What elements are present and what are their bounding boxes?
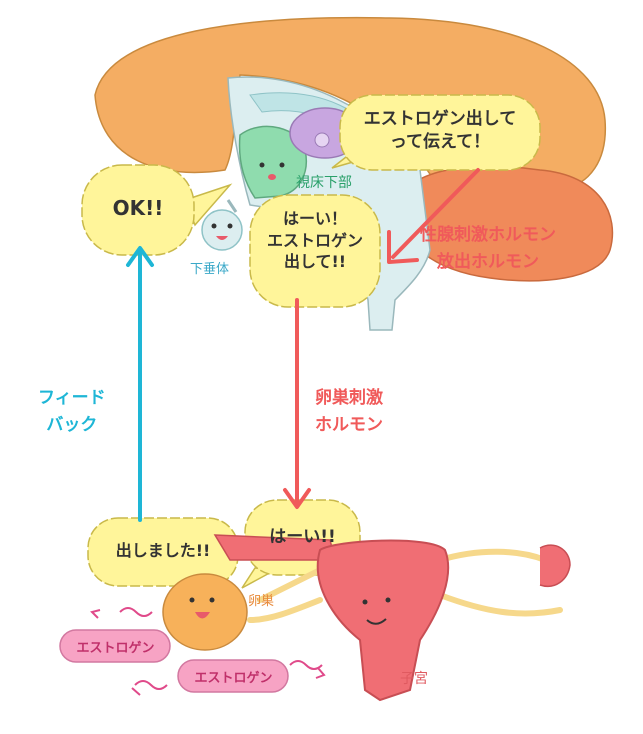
hypothalamus-label: 視床下部 [296,175,352,191]
squiggle-arrow [289,660,323,670]
ovary-eye [189,597,195,603]
hypothalamus [238,125,307,199]
uterus-group [213,534,571,702]
fallopian-tube-right [437,548,563,617]
ovary [162,573,248,651]
fsh-label: 卵巣刺激 ホルモン [315,388,383,436]
uterus-mouth [366,618,387,625]
arrow-gnrh [387,168,480,264]
estrogen-tag-2 [177,659,289,693]
pituitary-reply-text: はーい！ エストロゲン 出して!! [266,209,363,272]
gnrh-label: 性腺刺激ホルモン 放出ホルモン [420,225,556,273]
arrow-feedback [126,246,154,522]
ovary-label: 卵巣 [248,594,275,609]
pituitary-ok-text: OK!! [112,196,164,220]
fimbria [539,544,571,587]
hypothalamus-eye [259,162,265,168]
pineal [314,132,330,148]
uterus-eye [362,599,368,605]
estrogen-tag-1 [59,629,171,663]
bubble-pituitary-ok [81,164,233,256]
estrogen-label-1: エストロゲン [76,641,155,656]
bubble-hypothalamus [331,94,541,171]
pituitary-label: 下垂体 [190,262,230,277]
estrogen-label-2: エストロゲン [194,671,273,686]
arrow-fsh [283,298,311,509]
ovary-eye [209,597,215,603]
hypothalamus-eye [279,162,285,168]
ovary-reply-text: はーい!! [269,527,336,547]
hypothalamus-speech: エストロゲン出して って伝えて！ [363,109,517,152]
pituitary-mouth [216,236,228,240]
ovary-mouth [195,612,210,619]
uterus-eye [385,597,391,603]
squiggle-arrow [315,667,326,679]
squiggle-arrow [134,680,168,690]
pituitary-eye [227,223,233,229]
squiggle-arrow [119,607,153,617]
pituitary-eye [211,223,217,229]
feedback-label: フィード バック [38,388,106,436]
pituitary [201,199,243,251]
squiggle-arrow [90,609,101,619]
uterus-label: 子宮 [400,671,428,687]
ovary-done-text: 出しました!! [115,541,211,560]
bubble-pituitary-reply [249,194,381,308]
estrogen-tags [59,607,326,696]
hypothalamus-mouth [268,174,276,180]
squiggle-arrow [131,687,141,696]
